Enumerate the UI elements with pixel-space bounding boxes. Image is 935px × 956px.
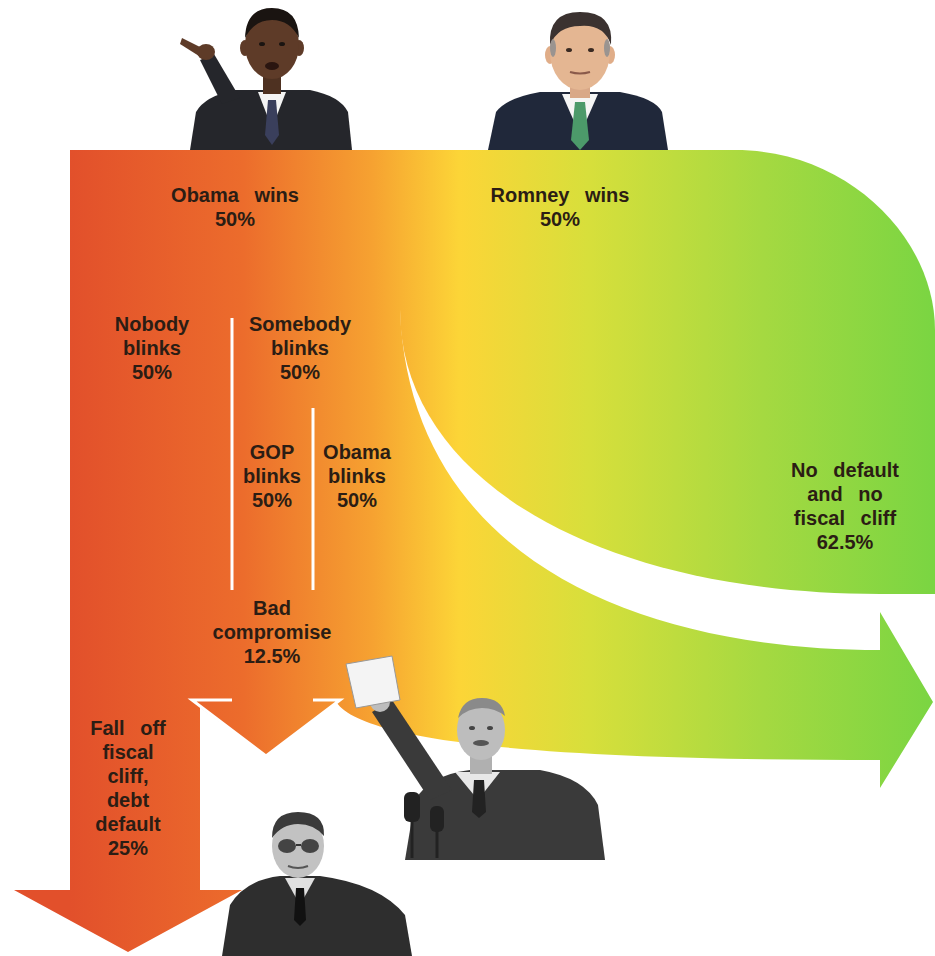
suit — [190, 90, 352, 150]
separator-line — [231, 318, 234, 590]
glasses-lens — [301, 839, 319, 853]
tie — [265, 100, 279, 145]
hair — [245, 8, 299, 38]
paper — [346, 656, 400, 708]
grey-temple — [604, 39, 610, 57]
mouth — [265, 62, 279, 70]
obama-blinks-band — [313, 310, 933, 788]
sellers-photo — [222, 812, 412, 956]
mouth — [288, 866, 308, 868]
chamberlain-photo — [346, 656, 605, 860]
branch-label: No default and no fiscal cliff 62.5% — [789, 458, 901, 554]
obama-photo — [180, 8, 352, 150]
tie — [571, 102, 589, 150]
sleeve — [200, 54, 240, 104]
romney-photo — [488, 12, 668, 150]
branch-label: Romney wins 50% — [485, 183, 635, 231]
eye — [566, 48, 572, 52]
microphone-stand — [411, 820, 414, 858]
glasses-lens — [278, 839, 296, 853]
flow-ribbon — [14, 150, 935, 952]
branch-label: Somebody blinks 50% — [246, 312, 354, 384]
eye — [259, 42, 265, 46]
microphone — [404, 792, 420, 822]
mouth — [570, 72, 590, 74]
eye — [487, 726, 493, 730]
branch-label: GOP blinks 50% — [237, 440, 307, 512]
suit — [222, 876, 412, 956]
tie — [294, 888, 306, 926]
hand — [197, 44, 215, 60]
compromise-arrowhead — [190, 700, 340, 756]
separator-line — [312, 408, 315, 590]
tie — [472, 780, 486, 818]
branch-label: Nobody blinks 50% — [110, 312, 194, 384]
hair — [550, 12, 611, 45]
suit — [488, 92, 668, 150]
eye — [469, 726, 475, 730]
separator-lines — [192, 318, 340, 756]
glasses-bridge — [296, 844, 301, 846]
raised-arm — [372, 700, 452, 800]
branch-label: Bad compromise 12.5% — [207, 596, 337, 668]
eye — [279, 42, 285, 46]
branch-label: Obama blinks 50% — [319, 440, 395, 512]
moustache — [473, 740, 489, 746]
microphone — [430, 806, 444, 832]
fall-off-arrow — [14, 690, 242, 952]
microphone-stand — [436, 830, 439, 858]
branch-label: Fall off fiscal cliff, debt default 25% — [86, 716, 170, 860]
eye — [588, 48, 594, 52]
grey-temple — [550, 39, 556, 57]
arrowhead-outline — [192, 700, 340, 756]
hair — [458, 698, 505, 718]
hair — [272, 812, 324, 838]
pointing-finger — [180, 38, 200, 56]
branch-label: Obama wins 50% — [165, 183, 305, 231]
